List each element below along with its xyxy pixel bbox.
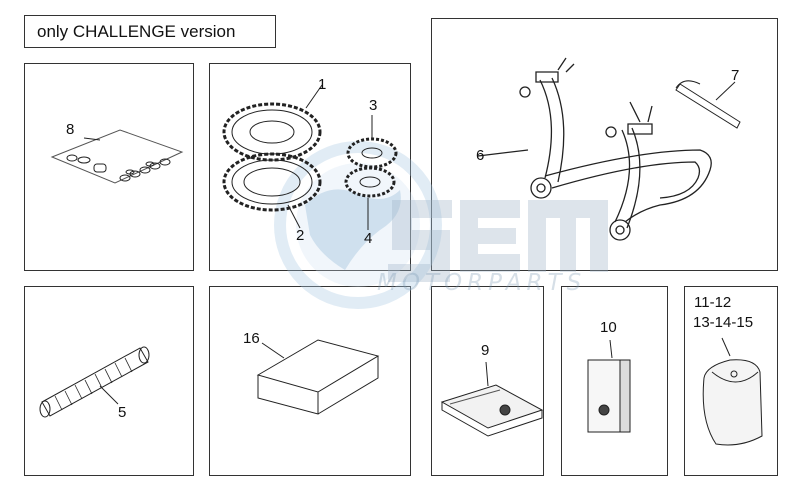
- panel-hose: [24, 286, 194, 476]
- document-bag-icon: [702, 337, 763, 446]
- box-icon: [256, 339, 380, 415]
- panel-box: [209, 286, 411, 476]
- callout-2: 2: [296, 227, 305, 244]
- panel-sprockets: [209, 63, 411, 271]
- callout-16: 16: [243, 330, 260, 347]
- manual-icon: [440, 361, 544, 437]
- callout-13-14-15: 13-14-15: [693, 314, 754, 331]
- callout-3: 3: [369, 97, 378, 114]
- panel-stand: [431, 18, 778, 271]
- front-sprocket-icon: [344, 115, 398, 230]
- catalogue-icon: [587, 339, 631, 433]
- callout-6: 6: [476, 147, 485, 164]
- rear-sprocket-icon: [222, 84, 323, 229]
- watermark-text: MOTORPARTS: [377, 270, 587, 296]
- panel-chain: [24, 63, 194, 271]
- chain-kit-icon: [50, 129, 184, 184]
- callout-9: 9: [481, 342, 490, 359]
- callout-1: 1: [318, 76, 327, 93]
- diagram-title: only CHALLENGE version: [24, 15, 276, 48]
- callout-4: 4: [364, 230, 373, 247]
- callout-8: 8: [66, 121, 75, 138]
- callout-10: 10: [600, 319, 617, 336]
- rear-stand-icon: [477, 57, 712, 241]
- callout-11-12: 11-12: [694, 294, 732, 311]
- callout-5: 5: [118, 404, 127, 421]
- flexible-hose-icon: [39, 346, 150, 418]
- callout-7: 7: [731, 67, 740, 84]
- wrench-icon: [675, 80, 741, 129]
